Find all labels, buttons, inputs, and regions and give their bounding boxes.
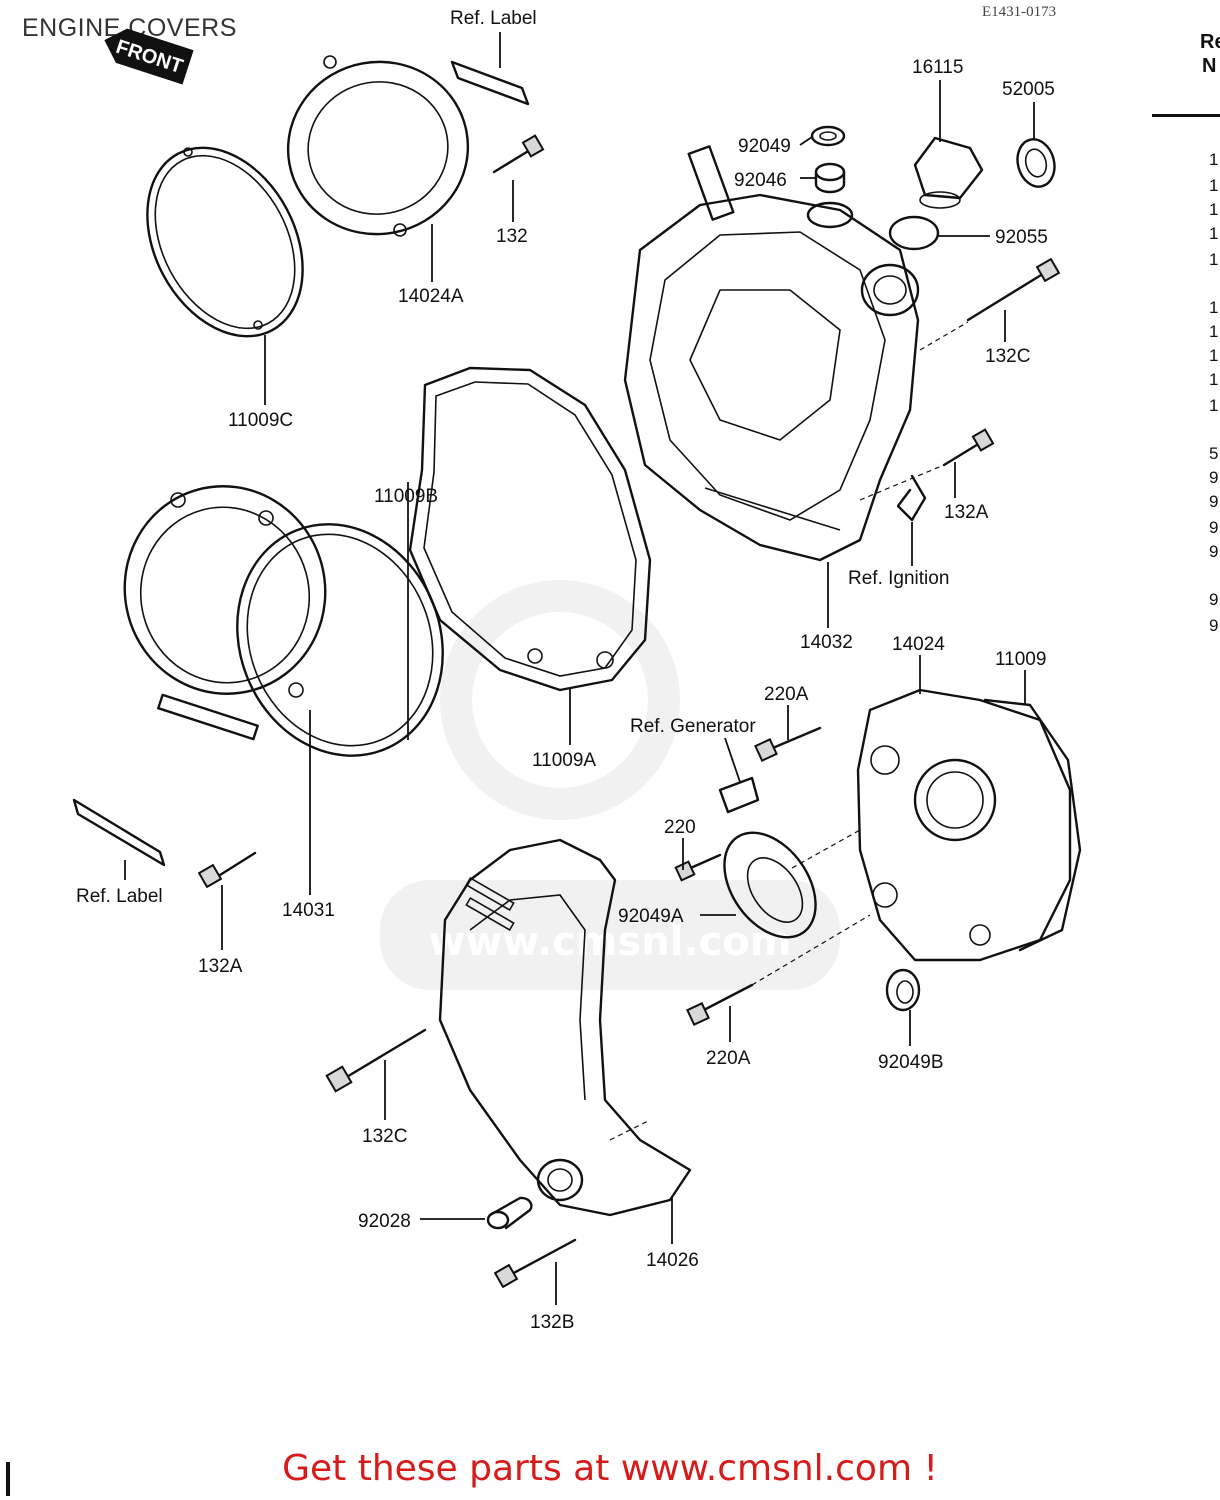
- oil-filler-cap-16115: [913, 136, 984, 209]
- bearing-92046: [814, 162, 846, 194]
- label-11009C: 11009C: [228, 410, 293, 431]
- label-ref-generator: Ref. Generator: [630, 716, 756, 737]
- bolt-220: [674, 853, 722, 882]
- plug-52005: [1016, 138, 1056, 188]
- o-ring-92055: [888, 215, 940, 251]
- seal-92049B: [885, 968, 921, 1012]
- label-220A-bottom: 220A: [706, 1048, 751, 1069]
- part-labels: Ref. Label 132 14024A 11009C 16115 52005…: [76, 8, 1055, 1333]
- reference-column-entry: 9: [1209, 542, 1219, 561]
- label-52005: 52005: [1002, 79, 1055, 100]
- reference-column-entry: 5: [1209, 444, 1219, 463]
- leader-lines: [124, 32, 1035, 1305]
- label-92049: 92049: [738, 136, 791, 157]
- gasket-11009: [983, 698, 1082, 952]
- bolt-132B: [493, 1238, 577, 1289]
- label-14024A: 14024A: [398, 286, 464, 307]
- label-11009: 11009: [995, 649, 1046, 670]
- label-14032: 14032: [800, 632, 853, 653]
- reference-column-entry: 1: [1209, 396, 1219, 415]
- reference-column-header: Re N: [1200, 30, 1220, 78]
- ignition-clamp: [896, 474, 927, 522]
- reference-column-header-line1: Re: [1200, 31, 1220, 53]
- label-ref-ignition: Ref. Ignition: [848, 568, 949, 589]
- label-132B: 132B: [530, 1312, 574, 1333]
- reference-column-entry: 1: [1209, 298, 1219, 317]
- label-14024: 14024: [892, 634, 945, 655]
- label-ref-label-top: Ref. Label: [450, 8, 537, 29]
- label-132: 132: [496, 226, 528, 247]
- reference-column-entry: 9: [1209, 616, 1219, 635]
- label-220A-top: 220A: [764, 684, 809, 705]
- label-14031: 14031: [282, 900, 335, 921]
- reference-column-header-line2: N: [1202, 55, 1217, 77]
- reference-column-entry: 1: [1209, 346, 1219, 365]
- dowel-92028: [486, 1196, 533, 1230]
- front-arrow-badge: FRONT: [104, 28, 194, 85]
- label-132A-right: 132A: [944, 502, 989, 523]
- label-132C-top: 132C: [985, 346, 1030, 367]
- label-132A-left: 132A: [198, 956, 243, 977]
- label-92028: 92028: [358, 1211, 411, 1232]
- label-220: 220: [664, 817, 696, 838]
- reference-column-entry: 1: [1209, 150, 1219, 169]
- label-11009A: 11009A: [532, 750, 596, 771]
- label-92055: 92055: [995, 227, 1048, 248]
- label-ref-label-left: Ref. Label: [76, 886, 163, 907]
- watermark-logo: www.cmsnl.com: [380, 580, 840, 990]
- figure-code: E1431-0173: [982, 4, 1057, 20]
- seal-92049: [810, 125, 846, 147]
- gasket-11009A: [408, 366, 652, 692]
- bolt-132A-left: [197, 851, 257, 889]
- bolt-220A-bottom: [686, 983, 754, 1026]
- ref-label-strip-left: [72, 798, 166, 867]
- label-16115: 16115: [912, 57, 963, 78]
- gasket-11009C: [146, 146, 304, 338]
- reference-column-entry: 9: [1209, 468, 1219, 487]
- reference-column-entry: 1: [1209, 200, 1219, 219]
- reference-column-entry: 1: [1209, 250, 1219, 269]
- cover-14024: [856, 688, 1072, 962]
- reference-column-entry: 1: [1209, 224, 1219, 243]
- reference-column-entry: 9: [1209, 492, 1219, 511]
- label-92046: 92046: [734, 170, 787, 191]
- reference-column-entry: 9: [1209, 590, 1219, 609]
- generator-clamp: [718, 776, 760, 814]
- bolt-132C-bottom: [325, 1028, 427, 1093]
- edge-marker: [6, 1462, 10, 1496]
- reference-column-entry: 1: [1209, 176, 1219, 195]
- reference-column-entry: 1: [1209, 322, 1219, 341]
- label-92049A: 92049A: [618, 906, 684, 927]
- label-14026: 14026: [646, 1250, 699, 1271]
- label-92049B: 92049B: [878, 1052, 944, 1073]
- bolt-132C-top: [966, 257, 1061, 322]
- clutch-cover-14032: [623, 145, 920, 562]
- reference-column-entry: 9: [1209, 518, 1219, 537]
- generator-cover-14031: [123, 485, 327, 741]
- label-11009B-main: 11009B: [374, 486, 438, 507]
- bolt-132A-right: [942, 428, 995, 467]
- label-132C-bottom: 132C: [362, 1126, 407, 1147]
- watermark-text: www.cmsnl.com: [429, 919, 792, 965]
- bolt-132: [492, 134, 545, 174]
- sprocket-cover-14026: [438, 838, 692, 1217]
- gasket-11009B: [236, 523, 444, 757]
- cover-14024A: [286, 55, 470, 237]
- bolt-220A-top: [754, 726, 822, 762]
- cta-link[interactable]: Get these parts at www.cmsnl.com !: [282, 1448, 938, 1489]
- ref-label-strip-top: [450, 60, 530, 106]
- reference-column-entry: 1: [1209, 370, 1219, 389]
- reference-column-rule: [1152, 114, 1220, 117]
